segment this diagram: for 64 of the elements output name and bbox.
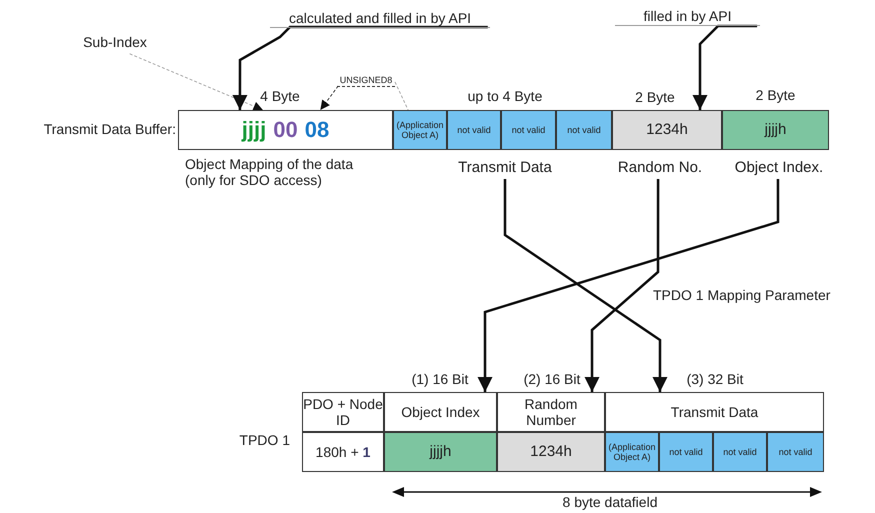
memory-cell bbox=[722, 110, 829, 150]
cell-text: (Application Object A) bbox=[395, 120, 445, 140]
annotation-text: Sub-Index bbox=[80, 34, 150, 52]
size-label: (3) 32 Bit bbox=[686, 371, 744, 387]
table-cell bbox=[497, 432, 605, 472]
row-label: TPDO 1 bbox=[238, 432, 290, 448]
dimension-label: 8 byte datafield bbox=[562, 494, 658, 510]
arrow bbox=[478, 179, 780, 392]
field-caption: Object Index. bbox=[727, 159, 831, 179]
cell-text: not valid bbox=[512, 124, 546, 136]
cell-text: Transmit Data bbox=[670, 404, 758, 420]
cell-text: not valid bbox=[567, 124, 601, 136]
size-label: Transmit Data Buffer: bbox=[42, 121, 176, 137]
leader-line bbox=[320, 86, 339, 110]
cell-text: PDO + Node ID bbox=[303, 396, 383, 428]
memory-cell bbox=[393, 110, 447, 150]
memory-cell bbox=[178, 110, 393, 150]
size-label: (2) 16 Bit bbox=[522, 371, 582, 387]
cell-text: not valid bbox=[669, 446, 703, 458]
memory-cell bbox=[556, 110, 612, 150]
annotation-text: UNSIGNED8 bbox=[337, 75, 395, 87]
cell-text: 1234h bbox=[530, 443, 572, 461]
table-cell bbox=[302, 432, 384, 472]
byte-size-label: up to 4 Byte bbox=[466, 88, 544, 104]
arrow bbox=[504, 179, 668, 392]
size-label: 2 Byte bbox=[634, 89, 676, 105]
cell-text: 1234h bbox=[646, 121, 688, 139]
leader-line bbox=[129, 53, 264, 111]
section-label: TPDO 1 Mapping Parameter bbox=[653, 287, 832, 303]
memory-cell bbox=[612, 110, 722, 150]
memory-cell bbox=[447, 110, 501, 150]
field-caption: Transmit Data bbox=[445, 159, 565, 179]
table-header-cell bbox=[497, 392, 605, 432]
cell-text: (Application Object A) bbox=[607, 442, 657, 462]
arrow bbox=[692, 24, 758, 110]
cell-text: 180h + 1 bbox=[316, 444, 370, 460]
table-header-cell bbox=[384, 392, 497, 432]
size-label: 2 Byte bbox=[754, 87, 796, 103]
hex-value: jjjj bbox=[242, 117, 266, 143]
size-label: (1) 16 Bit bbox=[410, 371, 470, 387]
cell-text: Random Number bbox=[524, 396, 578, 428]
table-cell bbox=[605, 432, 659, 472]
table-cell bbox=[659, 432, 713, 472]
cell-text: Object Index bbox=[401, 404, 480, 420]
cell-text: not valid bbox=[778, 446, 812, 458]
memory-cell bbox=[501, 110, 556, 150]
leader-line bbox=[394, 82, 409, 110]
field-caption: Random No. bbox=[612, 159, 708, 179]
table-header-cell bbox=[605, 392, 824, 432]
hex-value: 08 bbox=[304, 117, 330, 143]
hex-value: 00 bbox=[273, 117, 298, 143]
cell-text: not valid bbox=[457, 124, 491, 136]
annotation-text: calculated and filled in by API bbox=[270, 10, 490, 28]
annotation-text: filled in by API bbox=[615, 8, 760, 26]
table-cell bbox=[384, 432, 497, 472]
size-label: Object Mapping of the data (only for SDO access) bbox=[185, 156, 354, 188]
cell-text: jjjjh bbox=[764, 121, 786, 139]
size-label: 4 Byte bbox=[259, 88, 301, 104]
arrow bbox=[584, 179, 660, 392]
cell-text: jjjjh bbox=[430, 443, 452, 461]
table-cell bbox=[767, 432, 824, 472]
cell-text: not valid bbox=[723, 446, 757, 458]
arrow bbox=[232, 26, 488, 110]
table-cell bbox=[713, 432, 767, 472]
